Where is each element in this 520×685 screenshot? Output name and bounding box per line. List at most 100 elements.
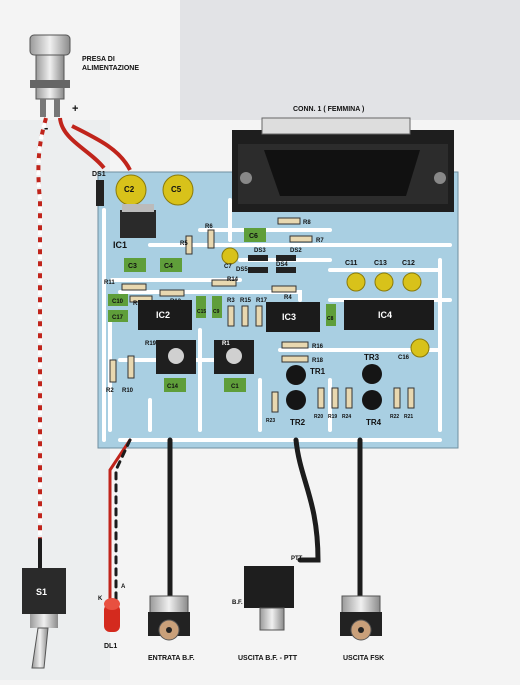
- tr3-transistor: [362, 364, 382, 384]
- cables: [38, 437, 363, 603]
- ds2-label: DS2: [290, 248, 302, 254]
- c9-capacitor: [212, 296, 222, 318]
- a-label: A: [121, 584, 126, 590]
- c13-label: C13: [374, 260, 387, 267]
- r12-resistor: [159, 289, 185, 297]
- r4-resistor: [271, 285, 297, 293]
- c13-capacitor: [374, 272, 394, 292]
- r5-label: R5: [180, 241, 188, 247]
- r22-label: R22: [390, 414, 399, 420]
- tr4-transistor: [362, 390, 382, 410]
- ic3-chip: [266, 302, 320, 332]
- plus-label: +: [72, 103, 78, 115]
- c14-capacitor: [164, 378, 186, 392]
- ds3-label: DS3: [254, 248, 266, 254]
- ptt-jack: [244, 566, 294, 631]
- c15-capacitor: [196, 296, 206, 318]
- ds4-label: DS4: [276, 262, 288, 268]
- ds4-diode: [276, 267, 296, 273]
- c17-label: C17: [112, 315, 124, 321]
- dl1-label: DL1: [104, 643, 117, 650]
- c3-label: C3: [128, 263, 137, 270]
- r3-label: R3: [227, 298, 235, 304]
- r7-label: R7: [316, 238, 324, 244]
- tr2-label: TR2: [290, 418, 306, 427]
- ds5-diode: [248, 267, 268, 273]
- entrata-label: ENTRATA B.F.: [148, 655, 195, 662]
- s1-label: S1: [36, 587, 47, 597]
- c5-label: C5: [171, 185, 182, 194]
- c2-label: C2: [124, 185, 135, 194]
- minus-label: -: [44, 120, 48, 135]
- power-jack: [29, 34, 71, 117]
- c6-capacitor: [244, 228, 266, 242]
- r2-resistor: [109, 359, 117, 383]
- c17-capacitor: [108, 310, 128, 322]
- r11-label: R11: [104, 280, 115, 286]
- k-label: K: [98, 596, 103, 602]
- power-jack-label-line1: PRESA DI: [82, 56, 115, 63]
- c14-label: C14: [167, 384, 179, 390]
- ds2-diode: [276, 255, 296, 261]
- r17-label: R17: [256, 298, 268, 304]
- connector-conn1: [232, 117, 454, 212]
- c8-label: C8: [327, 316, 334, 322]
- r4-label: R4: [284, 295, 292, 301]
- c6-label: C6: [249, 233, 258, 240]
- dl1-led: [104, 598, 120, 632]
- uscita-ptt-label: USCITA B.F. - PTT: [238, 655, 298, 662]
- tr2-transistor: [286, 390, 306, 410]
- ic2-chip: [138, 300, 192, 330]
- bf-label: B.F.: [232, 600, 243, 606]
- r16-label: R16: [312, 344, 324, 350]
- tr1-label: TR1: [310, 367, 326, 376]
- ds5-label: DS5: [236, 267, 248, 273]
- ic2-label: IC2: [156, 310, 170, 320]
- r2-label: R2: [106, 388, 114, 394]
- r19b-label: R19: [328, 414, 337, 420]
- c11-label: C11: [345, 260, 358, 267]
- r19-label: R19: [145, 341, 157, 347]
- connector-label: CONN. 1 ( FEMMINA ): [293, 106, 364, 113]
- c10-capacitor: [108, 294, 128, 306]
- c5-capacitor: [162, 174, 194, 206]
- c10-label: C10: [112, 299, 124, 305]
- ds1-label: DS1: [92, 171, 106, 178]
- c9-label: C9: [213, 309, 220, 315]
- c12-capacitor: [402, 272, 422, 292]
- r16-resistor: [281, 341, 309, 349]
- s1-switch: [22, 568, 66, 669]
- r14-resistor: [211, 279, 237, 287]
- r14-label: R14: [227, 277, 239, 283]
- c12-label: C12: [402, 260, 415, 267]
- tr4-label: TR4: [366, 418, 382, 427]
- r24-label: R24: [342, 414, 351, 420]
- twisted-power-wire: [36, 117, 132, 540]
- ic4-chip: [344, 300, 434, 330]
- ds3-diode: [248, 255, 268, 261]
- resistor-group-r3-r17: [227, 305, 263, 327]
- r18-label: R18: [312, 358, 324, 364]
- ic1-label: IC1: [113, 240, 127, 250]
- ds1-diode: [96, 180, 104, 206]
- c16-capacitor: [410, 338, 430, 358]
- c7-capacitor: [221, 247, 239, 265]
- r1-label: R1: [222, 341, 230, 347]
- r21-label: R21: [404, 414, 413, 420]
- ic3-label: IC3: [282, 312, 296, 322]
- c15-label: C15: [197, 309, 206, 315]
- rca-input-connector: [148, 595, 190, 641]
- ptt-label: PTT: [291, 556, 303, 562]
- c3-capacitor: [124, 258, 146, 272]
- tr1-transistor: [286, 365, 306, 385]
- r6-label: R6: [205, 224, 213, 230]
- r6-resistor: [207, 229, 215, 249]
- r20-label: R20: [314, 414, 323, 420]
- rca-fsk-connector: [340, 595, 382, 641]
- c7-label: C7: [224, 264, 232, 270]
- r7-resistor: [289, 235, 313, 243]
- r8-resistor: [277, 217, 301, 225]
- uscita-fsk-label: USCITA FSK: [343, 655, 384, 662]
